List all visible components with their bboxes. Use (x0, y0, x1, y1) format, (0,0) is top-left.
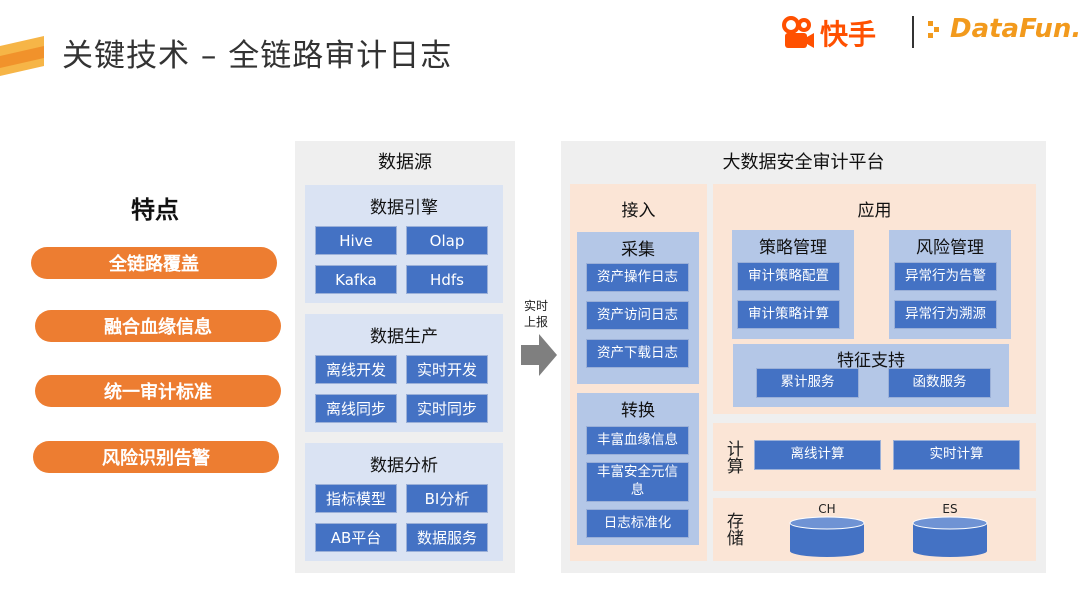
database-icon (789, 516, 865, 557)
datasource-panel: 数据源 数据引擎 Hive Olap Kafka Hdfs 数据生产 离线开发 … (295, 141, 515, 573)
source-box: 离线同步 (315, 394, 397, 423)
collect-title: 采集 (621, 239, 655, 260)
feature-support-box: 累计服务 (756, 368, 859, 398)
datafun-logo-icon (928, 21, 939, 38)
feature-support-box: 函数服务 (888, 368, 991, 398)
feature-pill: 融合血缘信息 (35, 310, 281, 342)
datasource-group: 数据引擎 Hive Olap Kafka Hdfs (305, 185, 503, 303)
strategy-box: 审计策略计算 (737, 300, 840, 329)
storage-section: 存储 CH ES (713, 498, 1036, 561)
source-box: Hive (315, 226, 397, 255)
storage-db-label: ES (942, 502, 958, 516)
storage-db: ES (912, 501, 988, 559)
ingest-section: 接入 采集 资产操作日志 资产访问日志 资产下载日志 转换 丰富血缘信息 丰富安… (570, 184, 707, 561)
collect-box: 资产访问日志 (586, 301, 689, 330)
feature-support-group: 特征支持 累计服务 函数服务 (733, 344, 1009, 407)
compute-section: 计算 离线计算 实时计算 (713, 423, 1036, 491)
group-title: 数据生产 (370, 326, 438, 347)
transform-title: 转换 (621, 400, 655, 421)
collect-box: 资产下载日志 (586, 339, 689, 368)
transform-box: 丰富血缘信息 (586, 426, 689, 455)
source-box: Olap (406, 226, 488, 255)
compute-box: 离线计算 (754, 440, 881, 470)
source-box: AB平台 (315, 523, 397, 552)
transform-group: 转换 丰富血缘信息 丰富安全元信息 日志标准化 (577, 393, 699, 545)
source-box: BI分析 (406, 484, 488, 513)
collect-group: 采集 资产操作日志 资产访问日志 资产下载日志 (577, 232, 699, 384)
feature-pill: 统一审计标准 (35, 375, 281, 407)
group-title: 数据分析 (370, 455, 438, 476)
app-section: 应用 策略管理 审计策略配置 审计策略计算 风险管理 异常行为告警 异常行为溯源… (713, 184, 1036, 414)
corner-decoration (0, 36, 44, 76)
ingest-title: 接入 (621, 200, 656, 221)
right-arrow-icon (521, 334, 557, 376)
feature-pill: 风险识别告警 (33, 441, 279, 473)
source-box: 实时开发 (406, 355, 488, 384)
group-title: 数据引擎 (370, 197, 438, 218)
datasource-group: 数据生产 离线开发 实时开发 离线同步 实时同步 (305, 314, 503, 432)
risk-box: 异常行为告警 (894, 262, 997, 291)
page-title: 关键技术 – 全链路审计日志 (62, 38, 453, 74)
strategy-title: 策略管理 (759, 237, 827, 258)
strategy-group: 策略管理 审计策略配置 审计策略计算 (732, 230, 854, 339)
risk-box: 异常行为溯源 (894, 300, 997, 329)
source-box: 离线开发 (315, 355, 397, 384)
compute-box: 实时计算 (893, 440, 1020, 470)
feature-pill: 全链路覆盖 (31, 247, 277, 279)
feature-support-title: 特征支持 (837, 350, 905, 371)
strategy-box: 审计策略配置 (737, 262, 840, 291)
source-box: 数据服务 (406, 523, 488, 552)
risk-group: 风险管理 异常行为告警 异常行为溯源 (889, 230, 1011, 339)
compute-label: 计算 (722, 440, 743, 474)
collect-box: 资产操作日志 (586, 263, 689, 292)
storage-label: 存储 (722, 512, 743, 546)
platform-panel: 大数据安全审计平台 接入 采集 资产操作日志 资产访问日志 资产下载日志 转换 … (561, 141, 1046, 573)
risk-title: 风险管理 (916, 237, 984, 258)
storage-db-label: CH (818, 502, 836, 516)
datasource-title: 数据源 (378, 152, 432, 173)
logo-separator (912, 16, 914, 48)
database-icon (912, 516, 988, 557)
transform-box: 丰富安全元信息 (586, 462, 689, 502)
arrow-label: 实时 上报 (518, 298, 554, 330)
kuaishou-logo: 快手 (780, 12, 892, 54)
arrow-label-line2: 上报 (523, 315, 548, 330)
transform-box: 日志标准化 (586, 509, 689, 538)
datasource-group: 数据分析 指标模型 BI分析 AB平台 数据服务 (305, 443, 503, 561)
source-box: 指标模型 (315, 484, 397, 513)
storage-db: CH (789, 501, 865, 559)
kuaishou-logo-icon (782, 16, 814, 48)
kuaishou-logo-text: 快手 (820, 18, 877, 51)
datafun-logo-text: DataFun. (950, 14, 1080, 44)
features-title: 特点 (131, 196, 179, 224)
source-box: Kafka (315, 265, 397, 294)
platform-title: 大数据安全审计平台 (722, 152, 885, 173)
datafun-logo: DataFun. (928, 14, 1080, 44)
source-box: Hdfs (406, 265, 488, 294)
arrow-label-line1: 实时 (523, 299, 548, 313)
source-box: 实时同步 (406, 394, 488, 423)
app-title: 应用 (857, 200, 892, 221)
